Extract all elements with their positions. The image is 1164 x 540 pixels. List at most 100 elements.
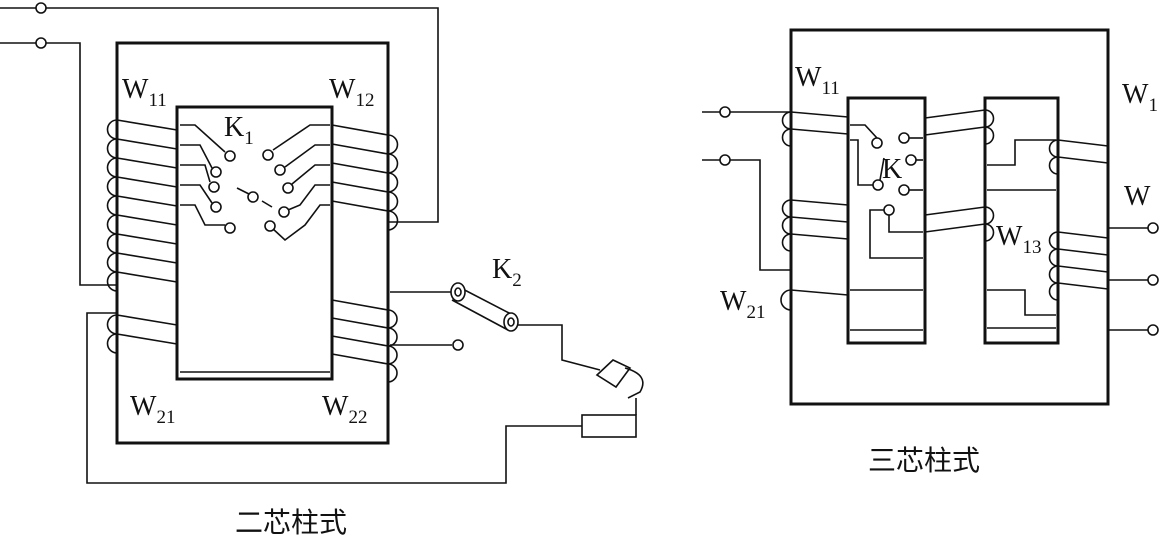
k2-body-bottom: [451, 299, 509, 331]
coil-loop: [984, 126, 995, 145]
coil-loop: [984, 223, 995, 242]
coil-loop: [781, 233, 792, 252]
coil-loop: [387, 134, 399, 155]
coil-loop: [1048, 231, 1059, 250]
k-lead: [850, 139, 873, 186]
coil-loop: [781, 128, 792, 147]
label-w21: W21: [720, 286, 765, 323]
electrode-holder: [595, 359, 644, 415]
label-w11: W11: [122, 74, 167, 111]
coil-turn: [116, 214, 178, 226]
left-core-outer: [115, 41, 390, 445]
k1-lead: [180, 184, 213, 204]
coil-turn: [331, 124, 389, 136]
k1-lead: [291, 164, 330, 185]
coil-turn: [116, 157, 178, 169]
k1-contact: [278, 206, 290, 218]
input-terminal-2: [719, 154, 731, 166]
k1-lead: [180, 204, 225, 226]
k-contact: [883, 204, 895, 216]
coil-w21: [780, 289, 849, 311]
k1-contact: [274, 164, 286, 176]
k-blade: [879, 157, 885, 181]
coil-turn: [924, 126, 986, 136]
coil-turn: [790, 233, 849, 240]
three-limb-transformer: W11 W1 W W13 W21 K 三芯柱式: [702, 28, 1159, 477]
coil-loop: [387, 153, 399, 174]
coil-middle-lower: [924, 206, 995, 242]
coil-loop: [984, 109, 995, 128]
k1-blade: [236, 187, 250, 195]
coil-turn: [116, 252, 178, 264]
label-w21: W21: [130, 391, 175, 428]
coil-turn: [924, 223, 986, 233]
coil-loop: [1048, 156, 1059, 175]
k1-contact: [224, 150, 236, 162]
coil-loop: [387, 363, 398, 383]
k2-reactor: [450, 282, 519, 332]
coil-loop: [106, 138, 118, 159]
k1-lead: [284, 144, 330, 168]
coil-turn: [116, 138, 178, 150]
coil-loop: [780, 289, 792, 311]
coil-loop: [781, 199, 792, 218]
coil-w11: [106, 119, 178, 292]
coil-turn: [790, 111, 849, 118]
coil-loop: [387, 345, 398, 365]
coil-turn: [116, 314, 178, 326]
coil-loop: [781, 111, 792, 130]
coil-turn: [790, 216, 849, 223]
k1-contact: [224, 222, 236, 234]
coil-turn: [116, 233, 178, 245]
coil-turn: [331, 335, 389, 347]
electrode-holder-jaw: [624, 367, 644, 399]
k1-lead: [287, 184, 330, 211]
welding-cable: [518, 324, 601, 371]
k1-lead: [272, 124, 330, 151]
coil-turn: [116, 195, 178, 207]
coil-loop: [1048, 265, 1059, 284]
coil-loop: [106, 271, 118, 292]
coil-turn: [1057, 156, 1109, 164]
coil-w11: [781, 111, 849, 147]
output-terminal: [1147, 324, 1159, 336]
k-contact: [898, 184, 910, 196]
k1-contact: [282, 182, 294, 194]
coil-turn: [924, 109, 986, 119]
k1-contact: [210, 166, 222, 178]
coil-loop: [106, 176, 118, 197]
input-terminal-1: [35, 2, 47, 14]
electrode-holder-grip: [595, 359, 632, 389]
k-lead: [888, 215, 923, 233]
coil-turn: [331, 162, 389, 174]
coil-turn: [790, 199, 849, 206]
k1-contact: [208, 181, 220, 193]
coil-loop: [387, 172, 399, 193]
k1-lead: [180, 124, 226, 153]
input-terminal-1: [719, 106, 731, 118]
coil-loop: [387, 210, 399, 231]
label-w12: W12: [329, 74, 374, 111]
k-contact: [905, 154, 917, 166]
coil-loop: [781, 216, 792, 235]
coil-turn: [331, 200, 389, 212]
caption-three-limb: 三芯柱式: [868, 444, 980, 477]
coil-loop: [387, 309, 398, 329]
return-wire: [86, 312, 582, 484]
output-terminal: [1147, 222, 1159, 234]
coil-loop: [1048, 282, 1059, 301]
k1-contact: [262, 149, 274, 161]
input-wire-top-route: [46, 7, 439, 223]
tap-switch-k: [850, 124, 923, 259]
coil-loop: [106, 333, 118, 354]
k1-lead: [271, 204, 330, 242]
coil-turn: [790, 128, 849, 135]
label-w1: W1: [1122, 79, 1158, 116]
coil-w13: [1048, 231, 1109, 301]
coil-turn: [331, 299, 389, 311]
k-lead: [850, 124, 878, 139]
right-window-right: [983, 96, 1060, 345]
coil-middle-upper: [924, 109, 995, 145]
label-k1: K1: [224, 112, 254, 149]
